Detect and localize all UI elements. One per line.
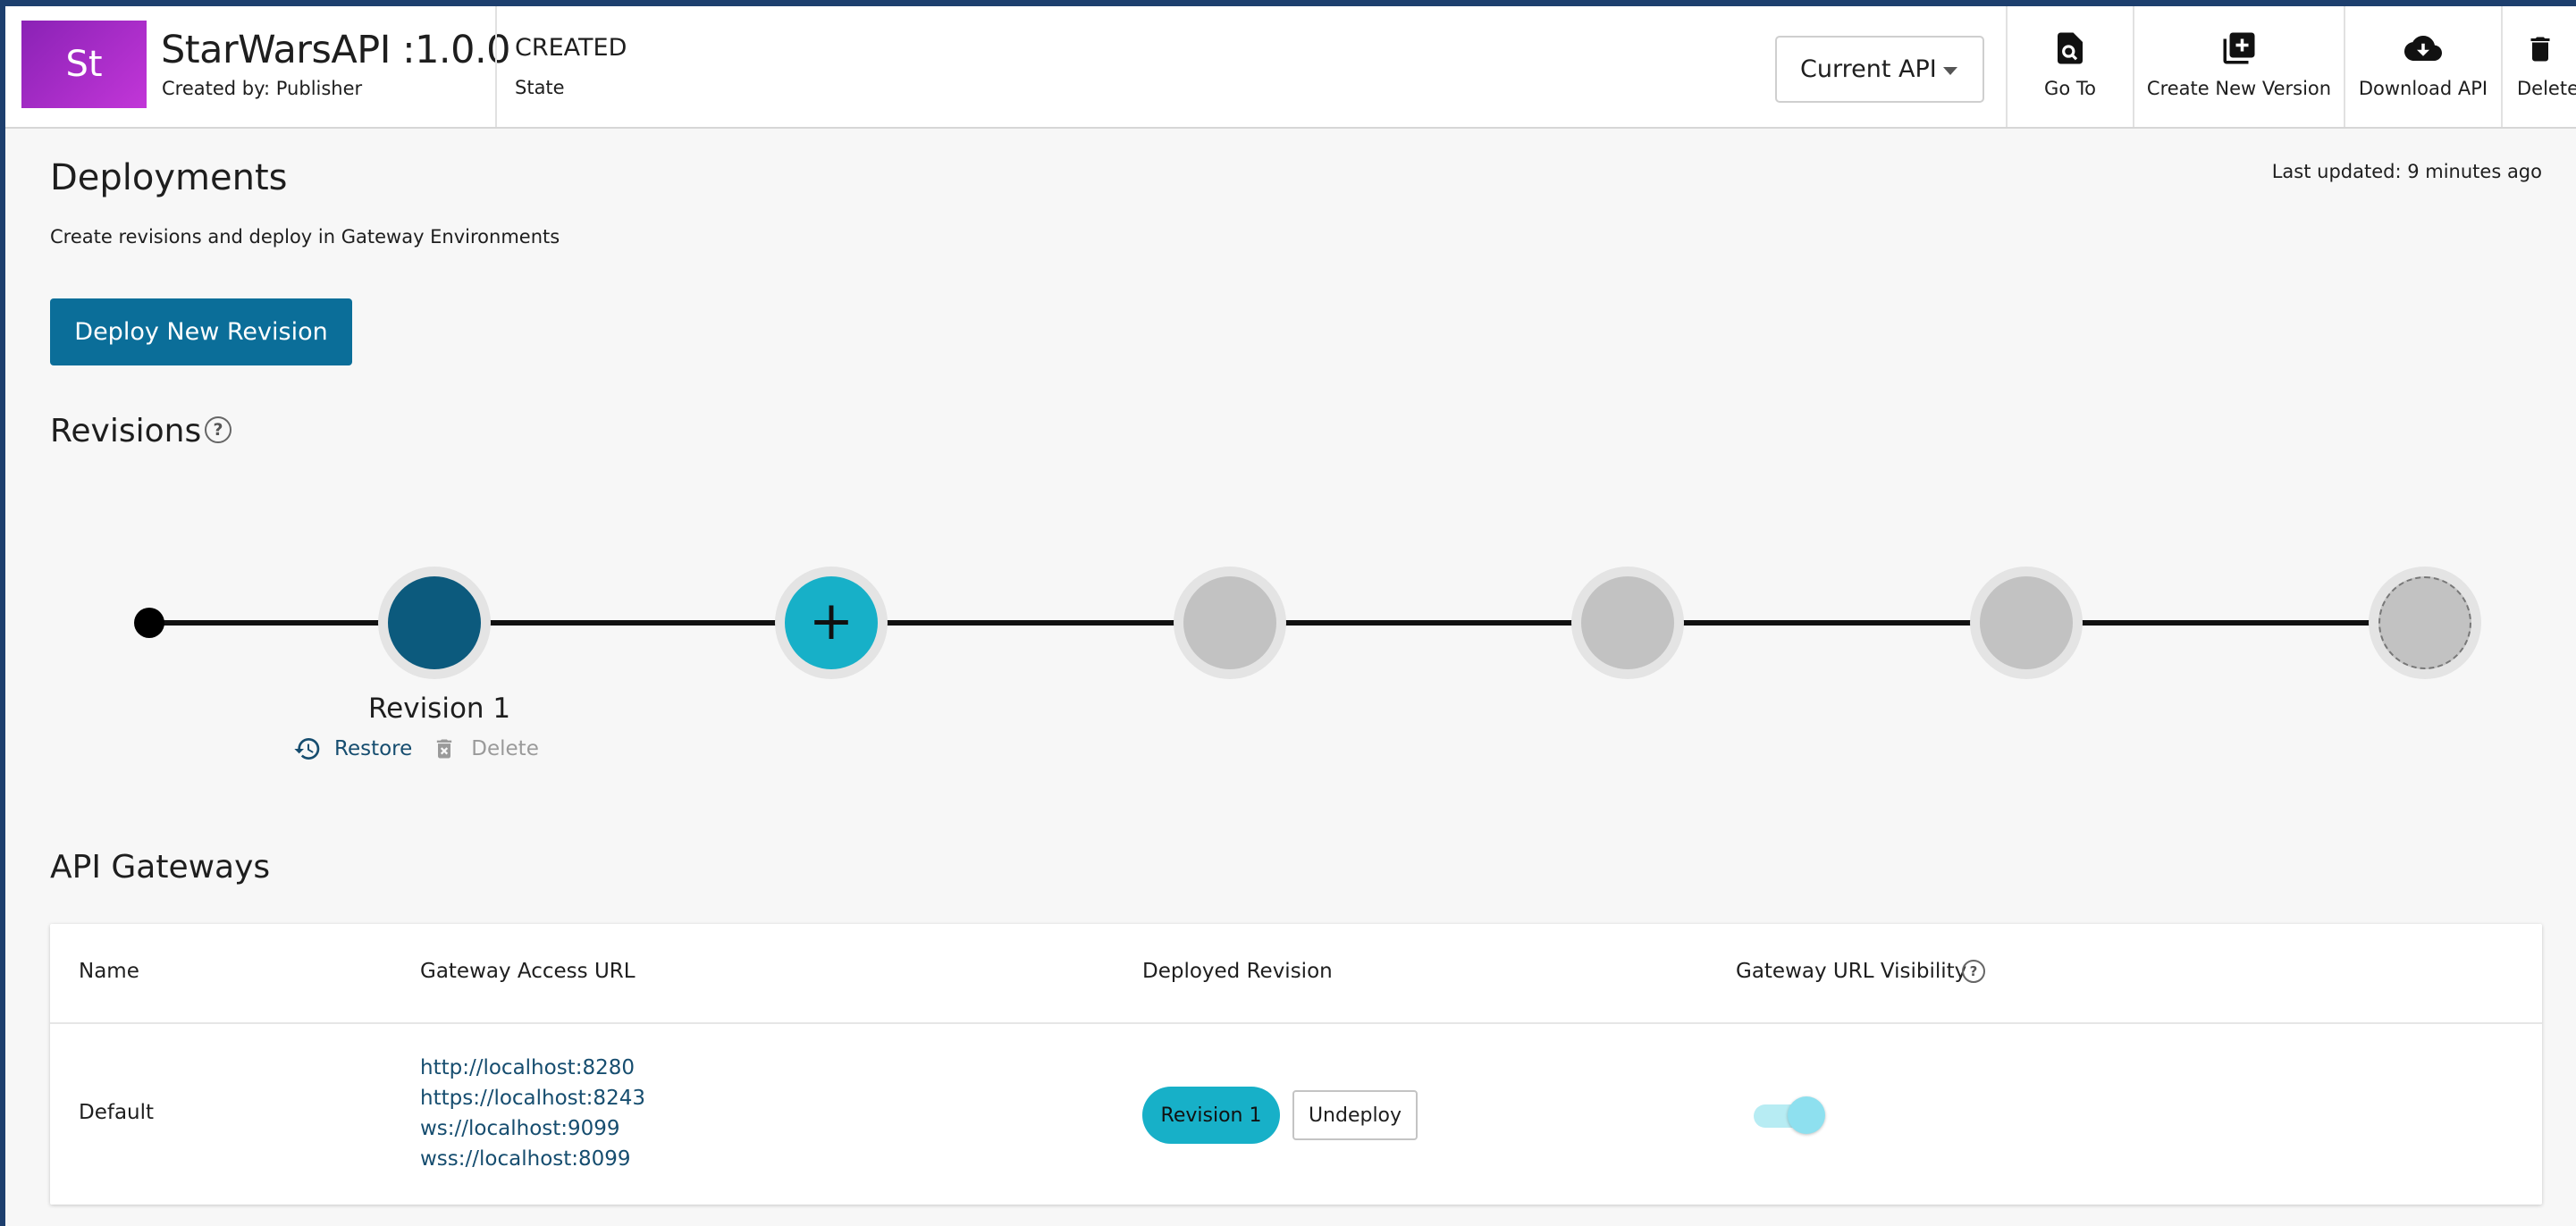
goto-label: Go To — [2044, 78, 2096, 99]
api-version-select[interactable]: Current API — [1775, 36, 1984, 103]
revision-node-last — [2369, 567, 2481, 679]
delete-forever-icon — [437, 739, 452, 759]
trash-icon — [2530, 37, 2550, 62]
deployments-title: Deployments — [50, 157, 288, 198]
column-header-name: Name — [79, 960, 139, 983]
revision-timeline-line — [148, 620, 2424, 626]
column-header-deployed-revision: Deployed Revision — [1142, 960, 1333, 983]
plus-icon: + — [785, 576, 878, 669]
goto-button[interactable]: Go To — [2008, 6, 2133, 127]
revision-node-core — [1980, 576, 2073, 669]
top-accent-bar — [0, 0, 2576, 6]
header-divider — [2006, 6, 2008, 127]
visibility-toggle-knob[interactable] — [1788, 1096, 1825, 1134]
left-accent-bar — [0, 0, 5, 1226]
library-add-icon — [2223, 32, 2255, 64]
gateways-table: Name Gateway Access URL Deployed Revisio… — [50, 924, 2542, 1205]
timeline-start-dot — [134, 608, 164, 638]
gateway-url-link[interactable]: ws://localhost:9099 — [420, 1117, 620, 1140]
api-gateways-title: API Gateways — [50, 849, 271, 886]
header-divider — [2501, 6, 2503, 127]
history-icon — [294, 738, 320, 760]
api-header: St StarWarsAPI :1.0.0 Created by: Publis… — [5, 6, 2576, 129]
download-api-label: Download API — [2358, 78, 2488, 99]
revision-1-label: Revision 1 — [368, 693, 511, 725]
gateway-url-link[interactable]: https://localhost:8243 — [420, 1087, 645, 1110]
create-new-version-label: Create New Version — [2146, 78, 2332, 99]
delete-api-label: Delete — [2517, 78, 2576, 99]
undeploy-button[interactable]: Undeploy — [1292, 1090, 1418, 1140]
caret-down-icon — [1943, 67, 1957, 75]
header-divider — [2133, 6, 2134, 127]
api-avatar: St — [21, 21, 147, 108]
download-api-button[interactable]: Download API — [2345, 6, 2501, 127]
restore-label: Restore — [334, 737, 413, 760]
create-new-version-button[interactable]: Create New Version — [2134, 6, 2344, 127]
revisions-title: Revisions — [50, 413, 202, 449]
revision-node-deployed — [388, 576, 481, 669]
header-divider — [2344, 6, 2345, 127]
delete-api-button[interactable]: Delete — [2503, 6, 2576, 127]
gateway-url-link[interactable]: http://localhost:8280 — [420, 1056, 635, 1079]
deployed-revision-chip: Revision 1 — [1142, 1087, 1280, 1144]
help-icon[interactable]: ? — [1962, 960, 1985, 983]
last-updated-text: Last updated: 9 minutes ago — [2271, 161, 2542, 182]
cloud-download-icon — [2404, 35, 2442, 61]
restore-revision-button[interactable]: Restore — [293, 735, 412, 763]
revision-node-1[interactable] — [378, 567, 491, 679]
deployments-subtitle: Create revisions and deploy in Gateway E… — [50, 226, 560, 248]
delete-label: Delete — [471, 737, 539, 760]
api-version-select-value: Current API — [1800, 55, 1937, 83]
revision-node-core — [1581, 576, 1674, 669]
gateway-name: Default — [79, 1101, 155, 1124]
revision-node-core — [2378, 576, 2471, 669]
column-header-gateway-url: Gateway Access URL — [420, 960, 636, 983]
add-revision-node[interactable]: + — [775, 567, 888, 679]
lifecycle-state-value: CREATED — [515, 34, 627, 62]
delete-revision-button[interactable]: Delete — [432, 736, 539, 761]
deploy-new-revision-button[interactable]: Deploy New Revision — [50, 298, 352, 365]
column-header-visibility: Gateway URL Visibility — [1736, 960, 1967, 983]
revision-node-core — [1183, 576, 1276, 669]
revision-node-empty — [1174, 567, 1286, 679]
search-document-icon — [2058, 32, 2083, 64]
api-created-by: Created by: Publisher — [162, 78, 363, 99]
help-icon[interactable]: ? — [205, 416, 232, 443]
api-name: StarWarsAPI :1.0.0 — [161, 28, 510, 72]
lifecycle-state-label: State — [515, 77, 565, 98]
revision-node-empty — [1970, 567, 2083, 679]
table-divider — [50, 1022, 2542, 1024]
revision-node-empty — [1571, 567, 1684, 679]
gateway-url-link[interactable]: wss://localhost:8099 — [420, 1147, 631, 1171]
header-divider — [495, 6, 497, 127]
revision-1-actions: Restore Delete — [293, 735, 539, 763]
